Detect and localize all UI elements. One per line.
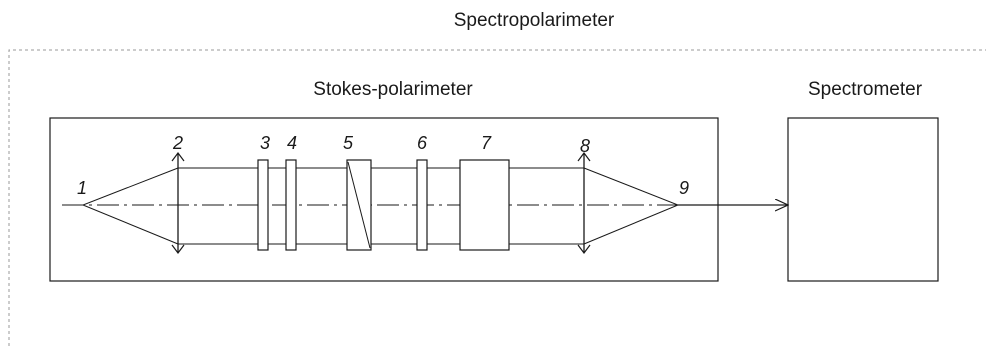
spectrometer-box [787, 117, 939, 282]
output-cone [583, 167, 680, 245]
spectrometer-title: Spectrometer [808, 79, 923, 100]
label-3: 3 [260, 133, 270, 153]
optical-block-7 [459, 159, 510, 251]
collimating-lens [171, 152, 185, 254]
label-7: 7 [481, 133, 492, 153]
input-cone [81, 167, 179, 245]
spectropolarimeter-boundary [8, 49, 986, 346]
polarizing-prism [346, 159, 372, 251]
label-5: 5 [343, 133, 354, 153]
focusing-lens [577, 152, 591, 254]
label-8: 8 [580, 136, 590, 156]
spectropolarimeter-title: Spectropolarimeter [454, 10, 615, 31]
plate-6 [416, 159, 428, 251]
label-6: 6 [417, 133, 428, 153]
retarder-plate-4 [285, 159, 297, 251]
label-9: 9 [679, 178, 689, 198]
label-2: 2 [172, 133, 183, 153]
label-4: 4 [287, 133, 297, 153]
label-1: 1 [77, 178, 87, 198]
stokes-polarimeter-box [49, 117, 719, 282]
retarder-plate-3 [257, 159, 269, 251]
stokes-polarimeter-title: Stokes-polarimeter [313, 79, 473, 100]
